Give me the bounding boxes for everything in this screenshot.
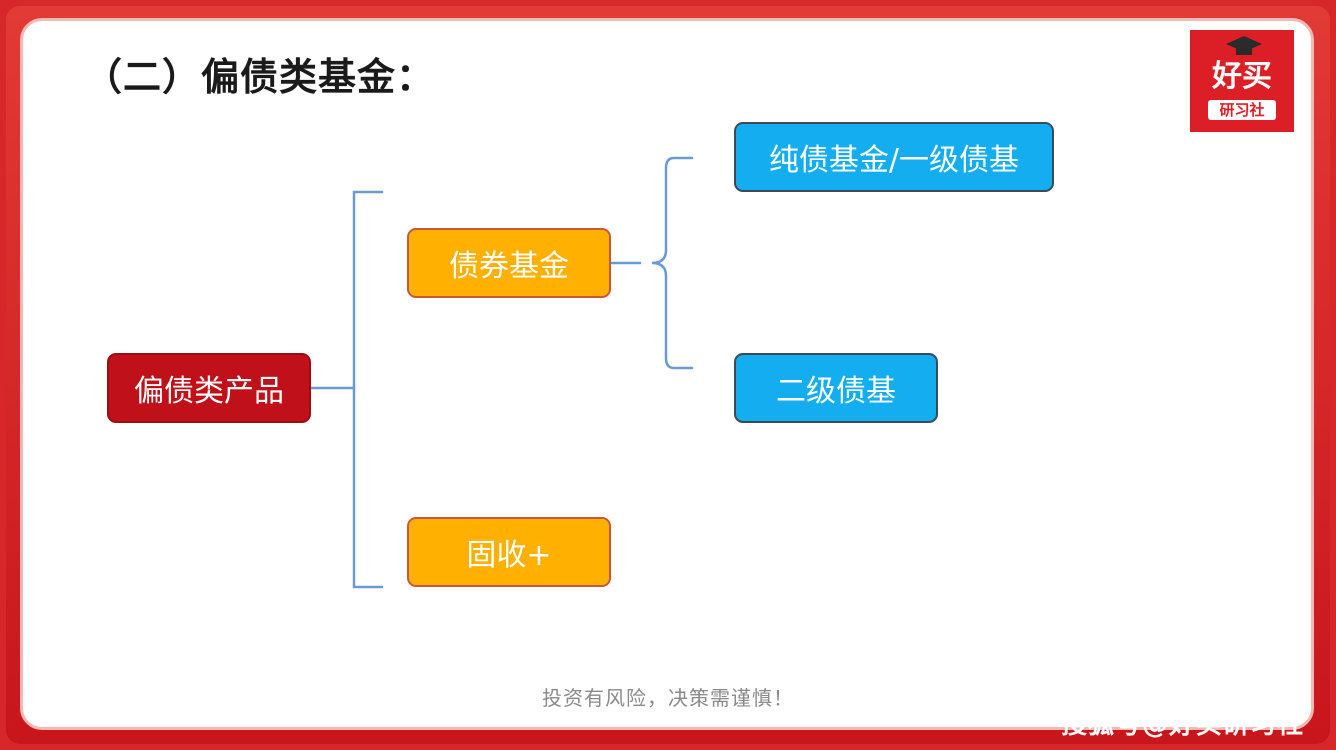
logo-text-main: 好买 [1212, 59, 1272, 94]
risk-disclaimer: 投资有风险，决策需谨慎！ [542, 686, 794, 710]
slide-title: （二）偏债类基金： [84, 55, 436, 99]
mid-brace [651, 156, 694, 370]
node-bond-fund: 债券基金 [407, 228, 611, 298]
graduation-cap-icon [1226, 36, 1262, 55]
node-secondary-bond-fund: 二级债基 [734, 353, 938, 423]
node-fixed-income-plus: 固收+ [407, 517, 611, 587]
node-root: 偏债类产品 [107, 353, 311, 423]
logo-text-sub: 研习社 [1208, 100, 1276, 120]
brand-logo: 好买 研习社 [1190, 30, 1294, 132]
root-bracket [352, 190, 384, 589]
source-watermark: 搜狐号@好买研习社 [1060, 710, 1304, 740]
node-pure-bond-fund: 纯债基金/一级债基 [734, 122, 1054, 192]
